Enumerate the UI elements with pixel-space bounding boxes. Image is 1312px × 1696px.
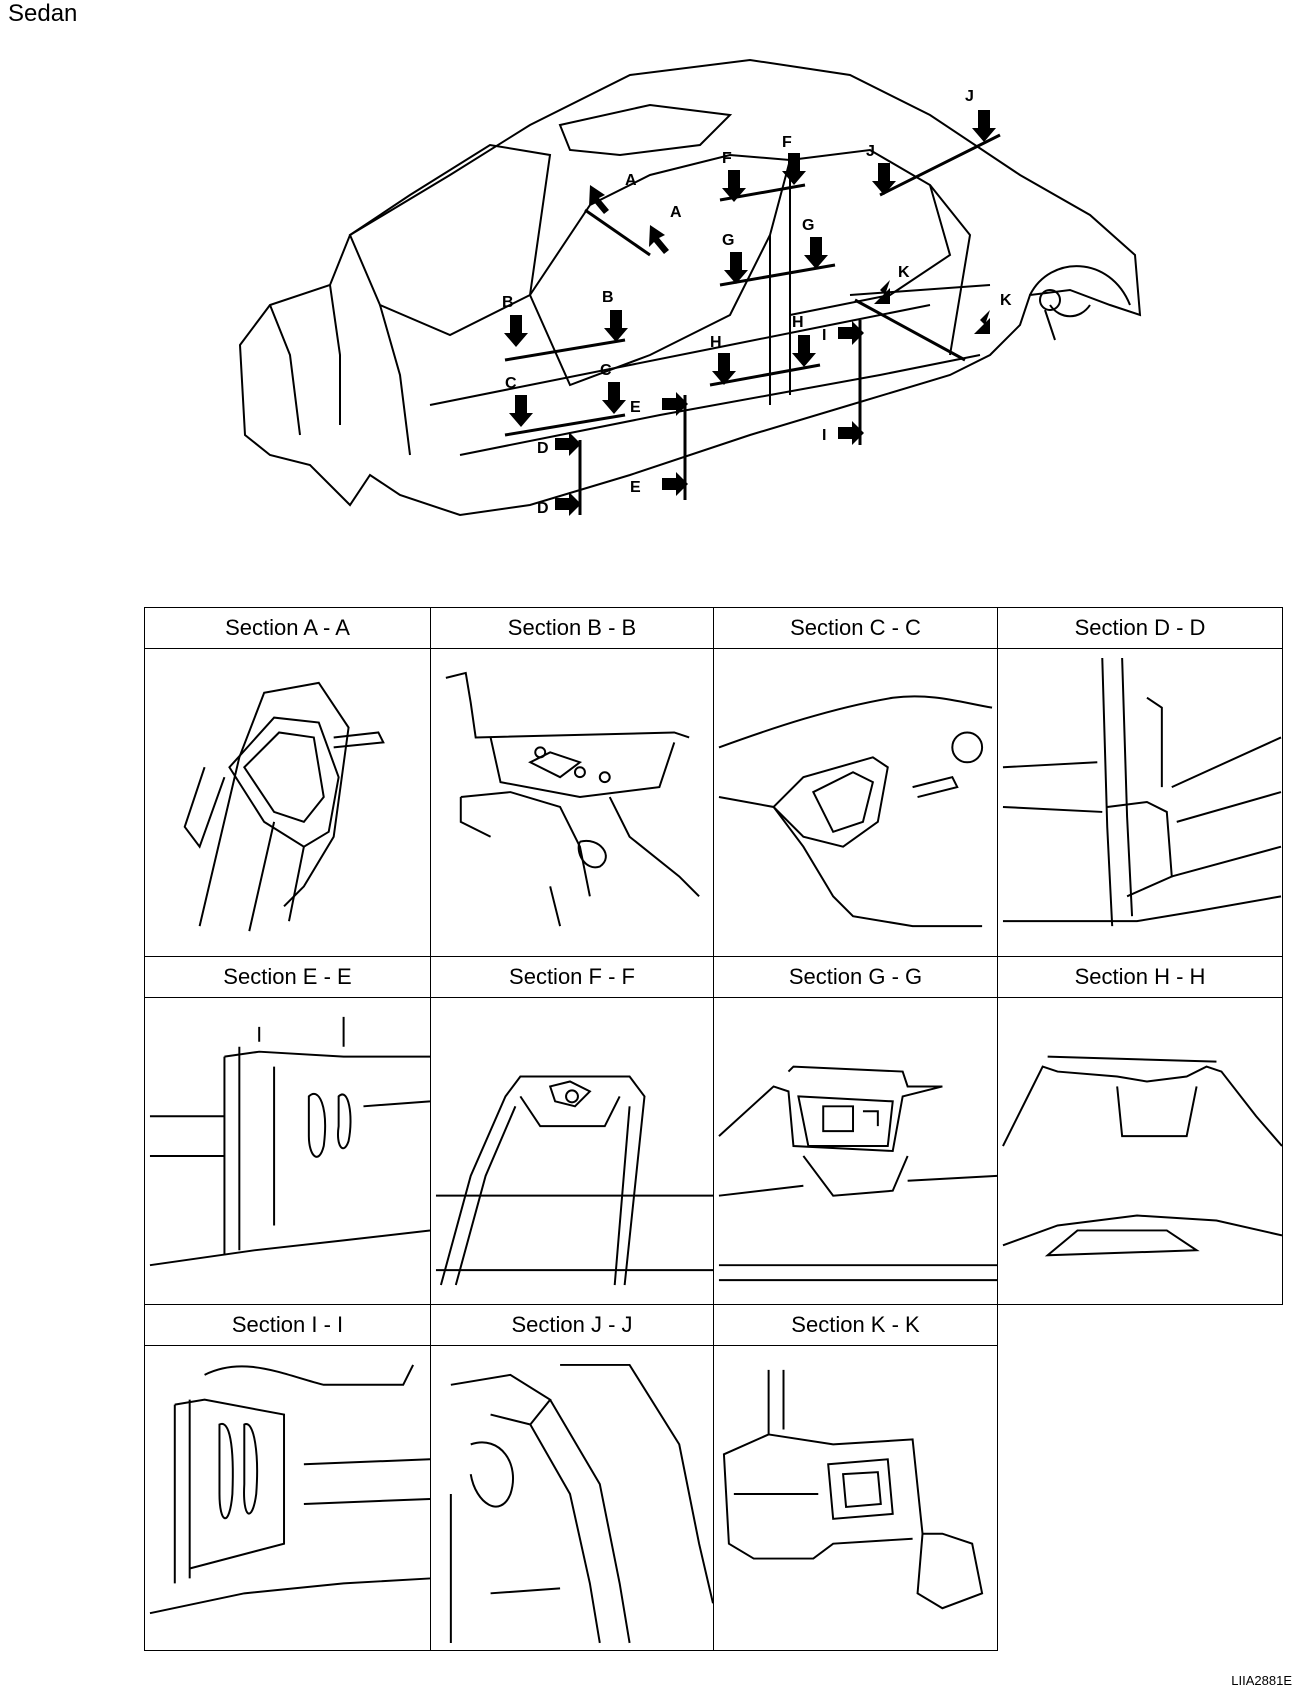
marker-c-2: C bbox=[600, 362, 612, 379]
section-g-label: Section G - G bbox=[714, 957, 997, 998]
section-j-drawing bbox=[431, 1345, 713, 1650]
marker-j-1: J bbox=[866, 143, 875, 160]
section-c-panel: Section C - C bbox=[713, 607, 998, 957]
section-c-drawing bbox=[714, 648, 997, 956]
section-d-label: Section D - D bbox=[998, 608, 1282, 649]
marker-d-1: D bbox=[537, 440, 549, 457]
marker-i-1: I bbox=[822, 327, 826, 344]
section-k-label: Section K - K bbox=[714, 1305, 997, 1346]
marker-j-2: J bbox=[965, 88, 974, 105]
marker-e-1: E bbox=[630, 399, 641, 416]
section-h-drawing bbox=[998, 997, 1282, 1304]
section-b-panel: Section B - B bbox=[430, 607, 714, 957]
marker-f-1: F bbox=[722, 150, 732, 167]
section-e-panel: Section E - E bbox=[144, 956, 431, 1305]
section-h-label: Section H - H bbox=[998, 957, 1282, 998]
marker-i-2: I bbox=[822, 427, 826, 444]
section-k-drawing bbox=[714, 1345, 997, 1650]
page-title: Sedan bbox=[8, 0, 78, 27]
section-i-label: Section I - I bbox=[145, 1305, 430, 1346]
section-e-drawing bbox=[145, 997, 430, 1304]
marker-f-2: F bbox=[782, 134, 792, 151]
marker-h-1: H bbox=[710, 334, 722, 351]
marker-b-2: B bbox=[602, 289, 614, 306]
body-illustration: A A B B C C D D E E F F G G H H I I J J … bbox=[230, 55, 1180, 575]
marker-h-2: H bbox=[792, 314, 804, 331]
marker-g-1: G bbox=[722, 232, 734, 249]
section-f-panel: Section F - F bbox=[430, 956, 714, 1305]
sections-grid: Section A - A Section B - B bbox=[144, 607, 1283, 1651]
section-b-label: Section B - B bbox=[431, 608, 713, 649]
marker-a-1: A bbox=[625, 172, 637, 189]
section-g-drawing bbox=[714, 997, 997, 1304]
marker-d-2: D bbox=[537, 500, 549, 517]
section-f-label: Section F - F bbox=[431, 957, 713, 998]
section-d-drawing bbox=[998, 648, 1282, 956]
marker-c-1: C bbox=[505, 375, 517, 392]
section-j-label: Section J - J bbox=[431, 1305, 713, 1346]
marker-e-2: E bbox=[630, 479, 641, 496]
section-c-label: Section C - C bbox=[714, 608, 997, 649]
section-a-drawing bbox=[145, 648, 430, 956]
figure-code: LIIA2881E bbox=[1231, 1673, 1292, 1688]
section-e-label: Section E - E bbox=[145, 957, 430, 998]
section-b-drawing bbox=[431, 648, 713, 956]
section-a-label: Section A - A bbox=[145, 608, 430, 649]
section-h-panel: Section H - H bbox=[997, 956, 1283, 1305]
section-d-panel: Section D - D bbox=[997, 607, 1283, 957]
section-f-drawing bbox=[431, 997, 713, 1304]
marker-k-2: K bbox=[1000, 292, 1012, 309]
section-a-panel: Section A - A bbox=[144, 607, 431, 957]
marker-a-2: A bbox=[670, 204, 682, 221]
section-i-drawing bbox=[145, 1345, 430, 1650]
marker-b-1: B bbox=[502, 294, 514, 311]
marker-k-1: K bbox=[898, 264, 910, 281]
section-k-panel: Section K - K bbox=[713, 1304, 998, 1651]
section-i-panel: Section I - I bbox=[144, 1304, 431, 1651]
marker-g-2: G bbox=[802, 217, 814, 234]
section-j-panel: Section J - J bbox=[430, 1304, 714, 1651]
section-g-panel: Section G - G bbox=[713, 956, 998, 1305]
